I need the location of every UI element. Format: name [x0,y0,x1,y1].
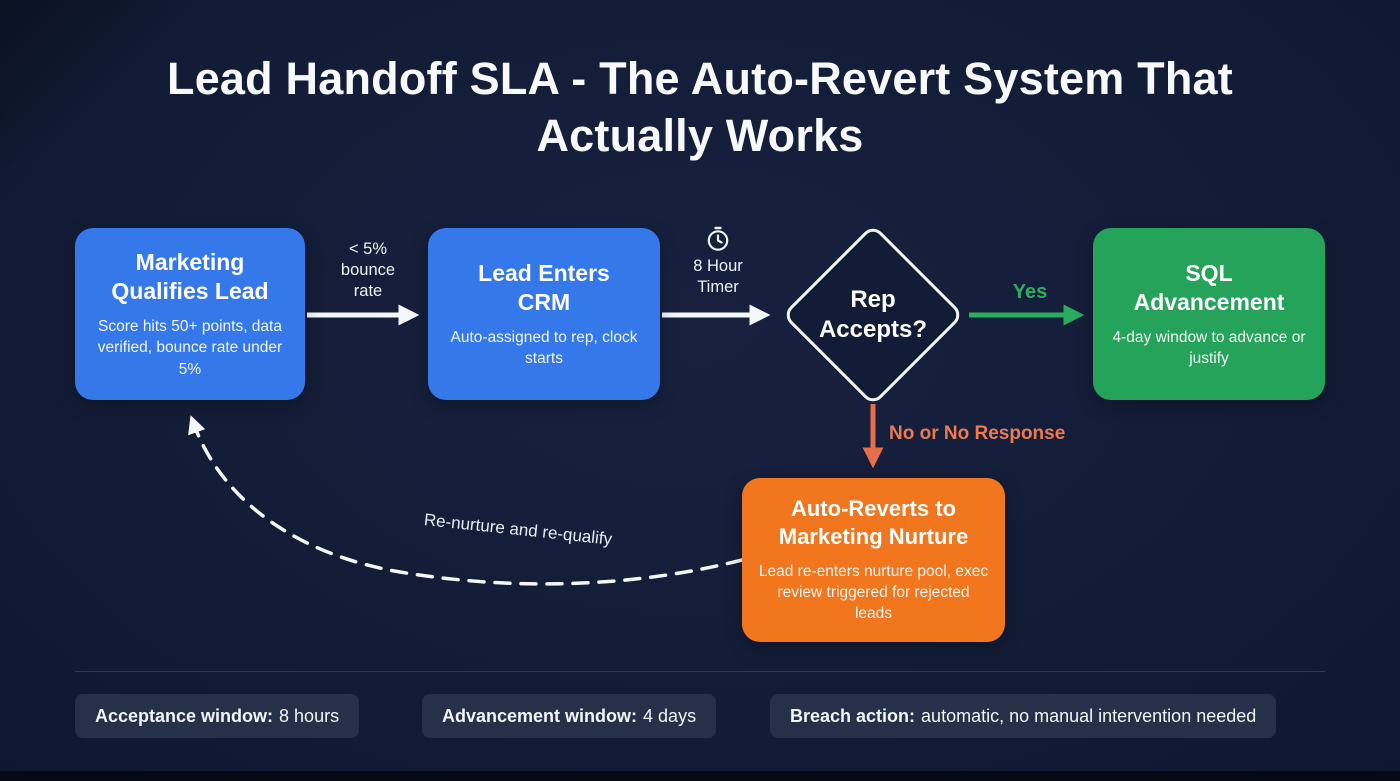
badge-acceptance-window: Acceptance window: 8 hours [75,694,360,738]
node-marketing-qualifies-lead: Marketing Qualifies Lead Score hits 50+ … [75,228,305,400]
node-subtitle: Auto-assigned to rep, clock starts [450,328,638,367]
page-title: Lead Handoff SLA - The Auto-Revert Syste… [167,53,1233,162]
timer-text: 8 Hour Timer [693,257,743,296]
badge-value: 8 hours [279,705,340,726]
node-title: SQL Advancement [1133,259,1285,316]
badge-label: Acceptance window: [95,705,274,726]
badge-breach-action: Breach action: automatic, no manual inte… [770,694,1277,738]
node-auto-reverts-marketing-nurture: Auto-Reverts to Marketing Nurture Lead r… [742,478,1005,642]
badge-value: 4 days [643,705,697,726]
node-subtitle: 4-day window to advance or justify [1112,328,1306,367]
node-subtitle: Score hits 50+ points, data verified, bo… [97,317,283,378]
clock-icon [707,226,729,251]
node-lead-enters-crm: Lead Enters CRM Auto-assigned to rep, cl… [428,228,660,400]
node-subtitle: Lead re-enters nurture pool, exec review… [758,562,989,623]
badge-advancement-window: Advancement window: 4 days [422,694,717,738]
edge-label-no-response: No or No Response [889,423,1066,444]
footer-divider [75,671,1325,672]
arrow-revert-to-mql-dashed [188,415,744,586]
badge-label: Advancement window: [442,705,638,726]
edge-label-renurture: Re-nurture and re-qualify [423,510,613,549]
badge-label: Breach action: [790,705,916,726]
edge-label-timer: 8 Hour Timer [676,226,760,298]
node-sql-advancement: SQL Advancement 4-day window to advance … [1093,228,1325,400]
node-rep-accepts-decision: Rep Accepts? [781,223,965,407]
edge-label-yes: Yes [1012,281,1048,303]
node-title: Marketing Qualifies Lead [111,249,269,305]
bottom-strip [0,771,1400,781]
node-title: Auto-Reverts to Marketing Nurture [778,496,969,550]
node-title: Lead Enters CRM [478,259,610,316]
badge-value: automatic, no manual intervention needed [921,705,1257,726]
edge-label-bounce-rate: < 5% bounce rate [340,240,396,300]
decision-label: Rep Accepts? [818,286,928,343]
